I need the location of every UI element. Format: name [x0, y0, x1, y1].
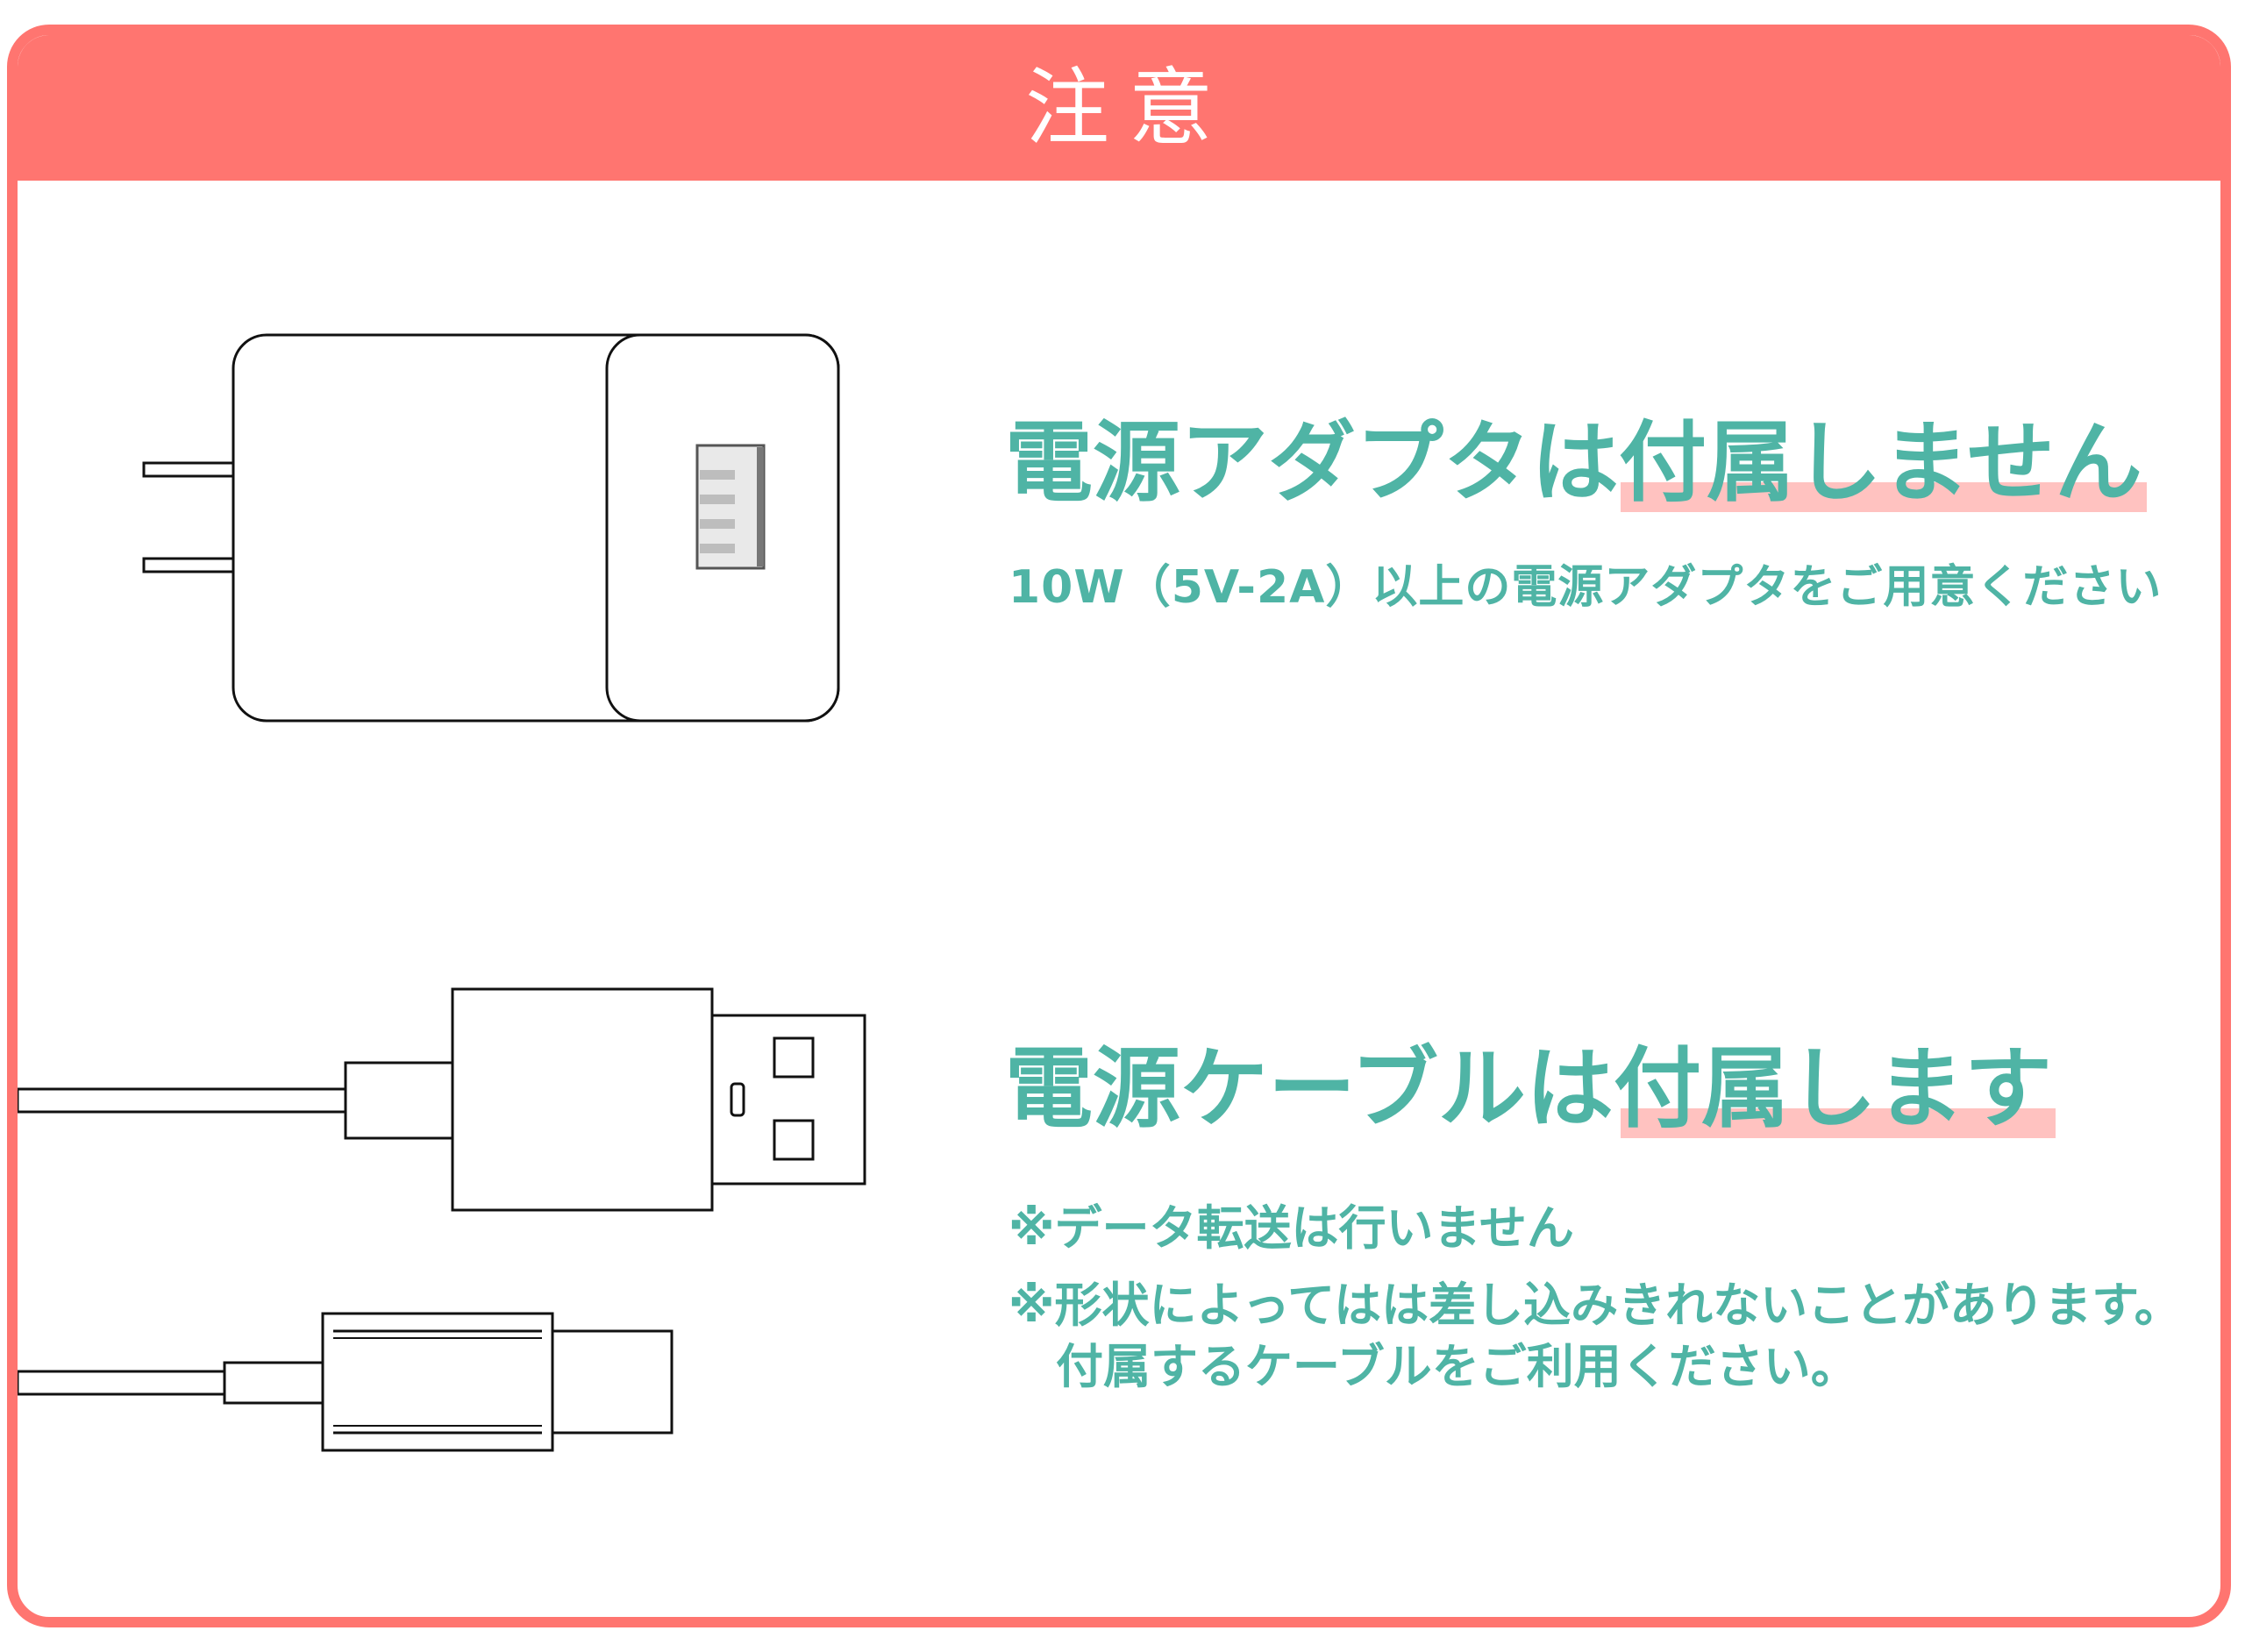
adapter-heading: 電源アダプタは付属しません [1005, 411, 2142, 514]
data-transfer-note: ※データ転送は行いません [1008, 1200, 1574, 1256]
notice-header: 注意 [18, 35, 2220, 181]
cable-heading: 電源ケーブルは付属します [1005, 1037, 2052, 1140]
notice-title: 注意 [1025, 59, 1232, 157]
usb-c-cable-icon [18, 1312, 674, 1452]
adapter-heading-highlight [1621, 482, 2147, 512]
cable-heading-highlight [1621, 1108, 2056, 1138]
usb-a-cable-icon [18, 987, 866, 1212]
compatibility-note-line-1: ※形状によってはは差し込みきれないことがあります。 [1008, 1278, 2182, 1333]
adapter-requirement-text: 10W（5V-2A）以上の電源アダプタをご用意ください [1008, 561, 2163, 614]
power-adapter-icon [142, 333, 840, 723]
compatibility-note-line-2: 付属するケーブルをご利用ください。 [1056, 1339, 1858, 1394]
